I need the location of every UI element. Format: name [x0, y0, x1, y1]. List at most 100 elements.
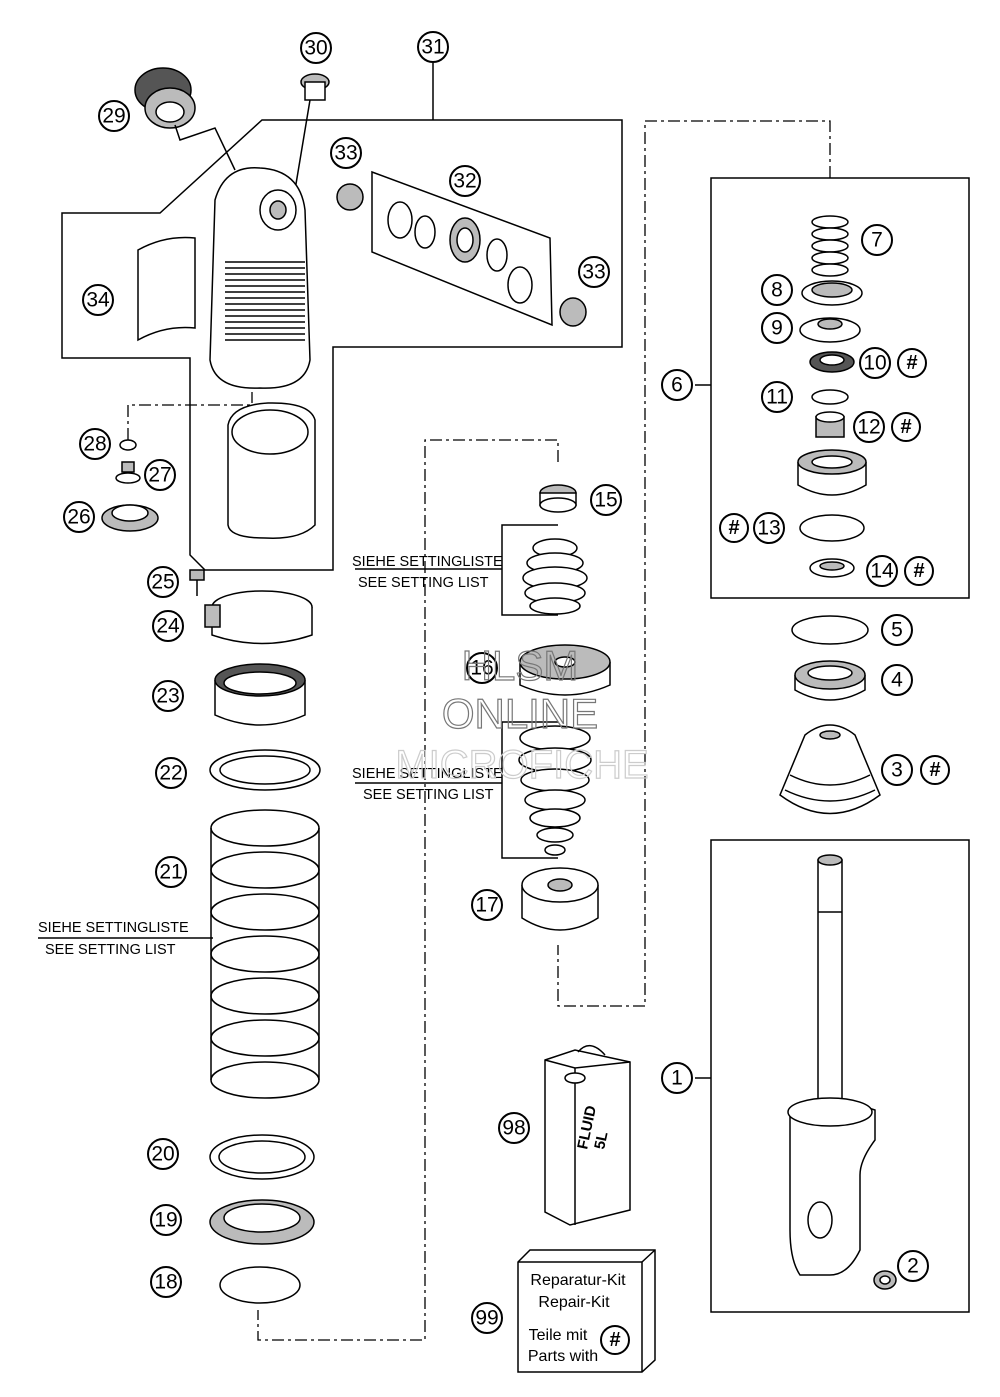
svg-text:#: # — [728, 517, 739, 539]
part-8-cap — [801, 280, 863, 306]
callout-11[interactable]: 11 — [761, 381, 793, 413]
svg-text:13: 13 — [757, 517, 780, 540]
part-13-oring — [799, 514, 865, 542]
callout-99[interactable]: 99 — [471, 1302, 503, 1334]
svg-text:32: 32 — [453, 170, 476, 193]
part-cylinder-sleeve — [227, 402, 316, 539]
part-25-bolt — [189, 569, 205, 596]
callout-13[interactable]: 13 — [753, 512, 785, 544]
callout-18[interactable]: 18 — [150, 1266, 182, 1298]
svg-text:6: 6 — [671, 374, 683, 397]
setting-note-3-en: SEE SETTING LIST — [45, 942, 176, 958]
part-24-clamp — [204, 590, 313, 645]
callout-17[interactable]: 17 — [471, 889, 503, 921]
svg-text:12: 12 — [857, 416, 880, 439]
callout-29[interactable]: 29 — [98, 100, 130, 132]
callout-15[interactable]: 15 — [590, 484, 622, 516]
part-1-piston-rod — [787, 854, 876, 1276]
callout-31[interactable]: 31 — [417, 31, 449, 63]
svg-text:16: 16 — [470, 657, 493, 680]
part-32-piston-kit — [371, 170, 553, 327]
part-28-oring — [119, 439, 137, 451]
svg-text:24: 24 — [156, 615, 180, 638]
callout-28[interactable]: 28 — [79, 428, 111, 460]
callout-25[interactable]: 25 — [147, 566, 179, 598]
part-10-seal — [809, 351, 855, 373]
callout-16[interactable]: 16 — [466, 652, 498, 684]
part-19-spring-seat — [209, 1199, 315, 1245]
callout-20[interactable]: 20 — [147, 1138, 179, 1170]
group-frame-6 — [710, 177, 970, 599]
svg-text:19: 19 — [154, 1209, 177, 1232]
part-29-adjuster — [134, 67, 236, 171]
svg-text:20: 20 — [151, 1143, 174, 1166]
callout-98[interactable]: 98 — [498, 1112, 530, 1144]
callout-8[interactable]: 8 — [761, 274, 793, 306]
svg-text:#: # — [906, 352, 917, 374]
part-99-repair-kit: Reparatur-Kit Repair-Kit Teile mit Parts… — [517, 1249, 656, 1373]
callout-3[interactable]: 3 — [881, 754, 913, 786]
hash-marker-14: # — [904, 556, 934, 586]
svg-text:33: 33 — [582, 261, 605, 284]
svg-text:98: 98 — [502, 1117, 525, 1140]
part-4-seal-holder — [794, 660, 866, 701]
hash-marker-13: # — [719, 513, 749, 543]
part-18-oring — [219, 1266, 301, 1304]
callout-7[interactable]: 7 — [861, 224, 893, 256]
repair-kit-line-1: Reparatur-Kit — [530, 1272, 626, 1289]
part-11-ring — [811, 389, 849, 405]
part-26-cap — [101, 504, 159, 532]
callout-4[interactable]: 4 — [881, 664, 913, 696]
setting-note-3-de: SIEHE SETTINGLISTE — [38, 920, 189, 936]
svg-text:15: 15 — [594, 489, 617, 512]
callout-2[interactable]: 2 — [897, 1250, 929, 1282]
callout-5[interactable]: 5 — [881, 614, 913, 646]
svg-text:34: 34 — [86, 289, 110, 312]
callout-12[interactable]: 12 — [853, 411, 885, 443]
part-20-washer — [209, 1134, 315, 1180]
callout-26[interactable]: 26 — [63, 501, 95, 533]
callout-30[interactable]: 30 — [300, 32, 332, 64]
svg-text:25: 25 — [151, 571, 174, 594]
callout-21[interactable]: 21 — [155, 856, 187, 888]
leader-dashed-center — [257, 439, 559, 1341]
repair-kit-line-3: Teile mit — [529, 1327, 588, 1344]
svg-text:26: 26 — [67, 506, 90, 529]
leader-dashed-right — [557, 120, 831, 1007]
setting-note-1-en: SEE SETTING LIST — [358, 575, 489, 591]
callout-6[interactable]: 6 — [661, 369, 693, 401]
repair-kit-line-2: Repair-Kit — [538, 1294, 610, 1311]
svg-text:28: 28 — [83, 433, 106, 456]
callout-14[interactable]: 14 — [866, 555, 898, 587]
repair-kit-line-4: Parts with — [528, 1348, 598, 1365]
svg-text:5: 5 — [891, 619, 903, 642]
part-33-seal-b — [559, 297, 587, 327]
callout-33-upper[interactable]: 33 — [330, 137, 362, 169]
callout-1[interactable]: 1 — [661, 1062, 693, 1094]
hash-marker-3: # — [920, 755, 950, 785]
part-12-bushing — [815, 411, 845, 438]
hash-marker-12: # — [891, 412, 921, 442]
callout-19[interactable]: 19 — [150, 1204, 182, 1236]
svg-text:#: # — [900, 416, 911, 438]
watermark: HLSM ONLINE MICROFICHE — [395, 641, 650, 787]
hash-marker-10: # — [897, 348, 927, 378]
part-23-adjusting-ring — [214, 663, 306, 726]
part-21-spring — [210, 809, 320, 1099]
callout-32[interactable]: 32 — [449, 165, 481, 197]
svg-text:7: 7 — [871, 229, 883, 252]
callout-33-lower[interactable]: 33 — [578, 256, 610, 288]
callout-24[interactable]: 24 — [152, 610, 184, 642]
callout-23[interactable]: 23 — [152, 680, 184, 712]
fluid-can-label-2: 5L — [591, 1130, 611, 1151]
svg-text:2: 2 — [907, 1255, 919, 1278]
callout-10[interactable]: 10 — [859, 347, 891, 379]
svg-text:MICROFICHE: MICROFICHE — [395, 743, 648, 787]
callout-22[interactable]: 22 — [155, 757, 187, 789]
callout-34[interactable]: 34 — [82, 284, 114, 316]
svg-text:22: 22 — [159, 762, 182, 785]
setting-note-2-en: SEE SETTING LIST — [363, 787, 494, 803]
svg-text:4: 4 — [891, 669, 903, 692]
callout-27[interactable]: 27 — [144, 459, 176, 491]
callout-9[interactable]: 9 — [761, 312, 793, 344]
